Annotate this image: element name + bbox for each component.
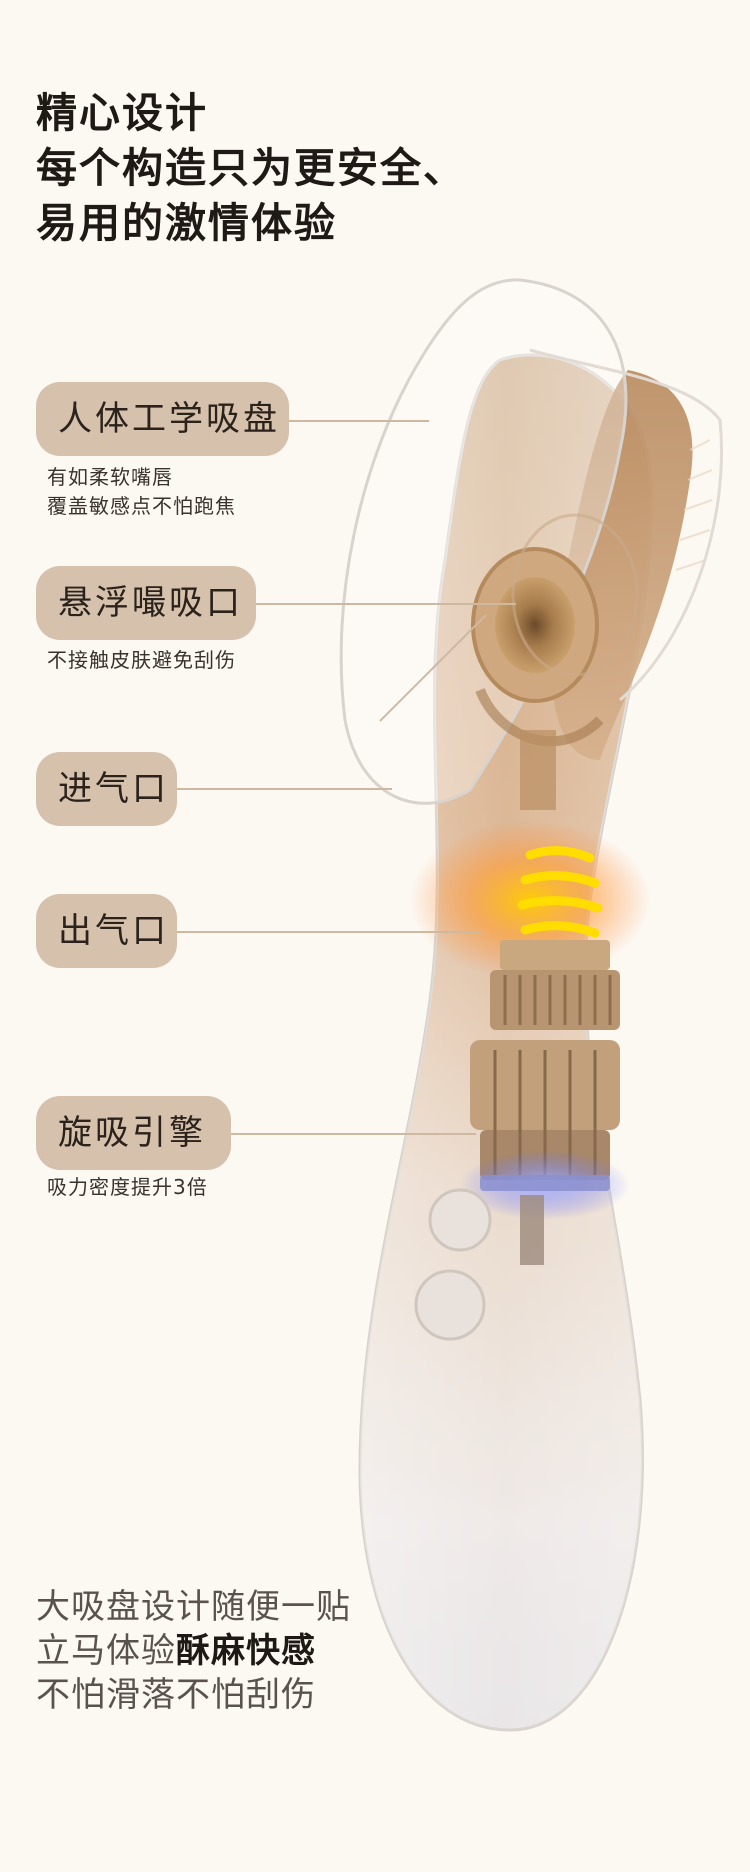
feature-label-suction-cup: 人体工学吸盘	[36, 382, 289, 456]
feature-label-suction-mouth: 悬浮嘬吸口	[36, 566, 256, 640]
feature-desc-suction-mouth-1: 不接触皮肤避免刮伤	[47, 648, 236, 672]
feature-label-rotary-engine: 旋吸引擎	[36, 1096, 231, 1170]
bottom-line-2: 立马体验酥麻快感	[36, 1629, 351, 1673]
feature-label-air-inlet: 进气口	[36, 752, 177, 826]
leader-line-suction-cup	[289, 420, 429, 422]
feature-desc-suction-cup-2: 覆盖敏感点不怕跑焦	[47, 494, 236, 518]
feature-desc-rotary-engine-1: 吸力密度提升3倍	[47, 1175, 208, 1199]
feature-desc-suction-cup-1: 有如柔软嘴唇	[47, 465, 173, 489]
bottom-line-2-highlight: 酥麻快感	[176, 1631, 316, 1671]
bottom-line-1: 大吸盘设计随便一贴	[36, 1587, 351, 1627]
headline-line-3: 易用的激情体验	[36, 199, 337, 247]
bottom-line-3: 不怕滑落不怕刮伤	[36, 1675, 316, 1715]
leader-line-air-outlet	[177, 931, 482, 933]
headline: 精心设计 每个构造只为更安全、 易用的激情体验	[36, 86, 466, 251]
feature-label-air-outlet: 出气口	[36, 894, 177, 968]
motor-engine	[460, 940, 630, 1265]
leader-line-suction-mouth	[256, 603, 516, 605]
leader-line-air-inlet	[177, 788, 392, 790]
bottom-line-2-normal: 立马体验	[36, 1631, 176, 1671]
suction-cup	[339, 278, 628, 805]
headline-line-2: 每个构造只为更安全、	[36, 144, 466, 192]
headline-line-1: 精心设计	[36, 89, 208, 137]
leader-line-rotary-engine	[231, 1133, 476, 1135]
bottom-copy: 大吸盘设计随便一贴 立马体验酥麻快感 不怕滑落不怕刮伤	[36, 1585, 351, 1717]
